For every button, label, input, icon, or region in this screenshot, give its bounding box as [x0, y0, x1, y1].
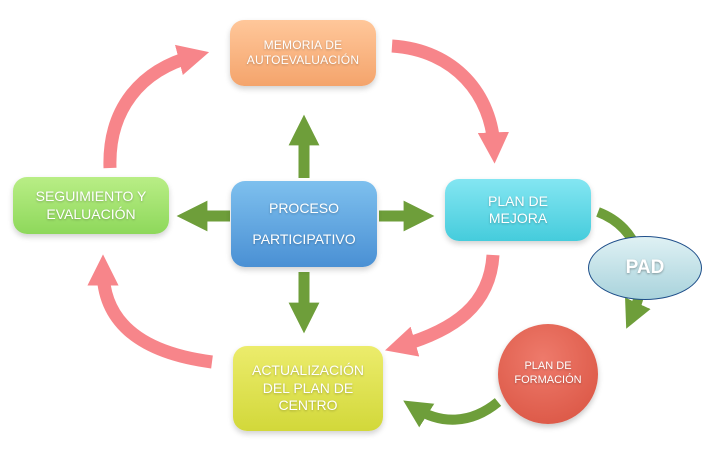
node-seguimiento-evaluacion: SEGUIMIENTO Y EVALUACIÓN — [13, 177, 169, 234]
node-memoria-autoevaluacion: MEMORIA DE AUTOEVALUACIÓN — [230, 20, 376, 86]
node-formacion-line1: PLAN DE — [524, 360, 572, 373]
node-proceso-participativo: PROCESO PARTICIPATIVO — [231, 181, 377, 267]
node-actualizacion-plan-centro: ACTUALIZACIÓN DEL PLAN DE CENTRO — [233, 346, 383, 431]
node-actualizacion-line2: DEL PLAN DE — [262, 379, 354, 396]
node-memoria-line1: MEMORIA DE — [263, 38, 343, 52]
arrow-actualizacion-to-seguimiento — [87, 254, 213, 369]
node-actualizacion-line3: CENTRO — [278, 397, 338, 414]
node-pad-label: PAD — [625, 257, 665, 279]
node-formacion-line2: FORMACIÓN — [514, 374, 582, 386]
node-memoria-line2: AUTOEVALUACIÓN — [246, 53, 360, 67]
node-pad: PAD — [588, 236, 702, 300]
node-seguimiento-line2: EVALUACIÓN — [46, 205, 136, 222]
node-actualizacion-line1: ACTUALIZACIÓN — [251, 362, 364, 379]
node-plan-formacion: PLAN DE FORMACIÓN — [498, 324, 598, 424]
arrow-formacion-to-actualizacion — [403, 398, 502, 428]
arrow-plan-mejora-to-actualizacion — [385, 254, 500, 357]
node-proceso-line2: PARTICIPATIVO — [252, 231, 356, 247]
node-plan-mejora-line1: PLAN DE — [488, 192, 548, 209]
node-plan-mejora: PLAN DE MEJORA — [445, 179, 591, 241]
node-seguimiento-line1: SEGUIMIENTO Y — [35, 188, 147, 204]
arrow-memoria-to-plan-mejora — [391, 39, 509, 164]
node-plan-mejora-line2: MEJORA — [488, 210, 548, 226]
arrow-seguimiento-to-memoria — [103, 44, 210, 169]
node-proceso-line1: PROCESO — [268, 199, 339, 216]
